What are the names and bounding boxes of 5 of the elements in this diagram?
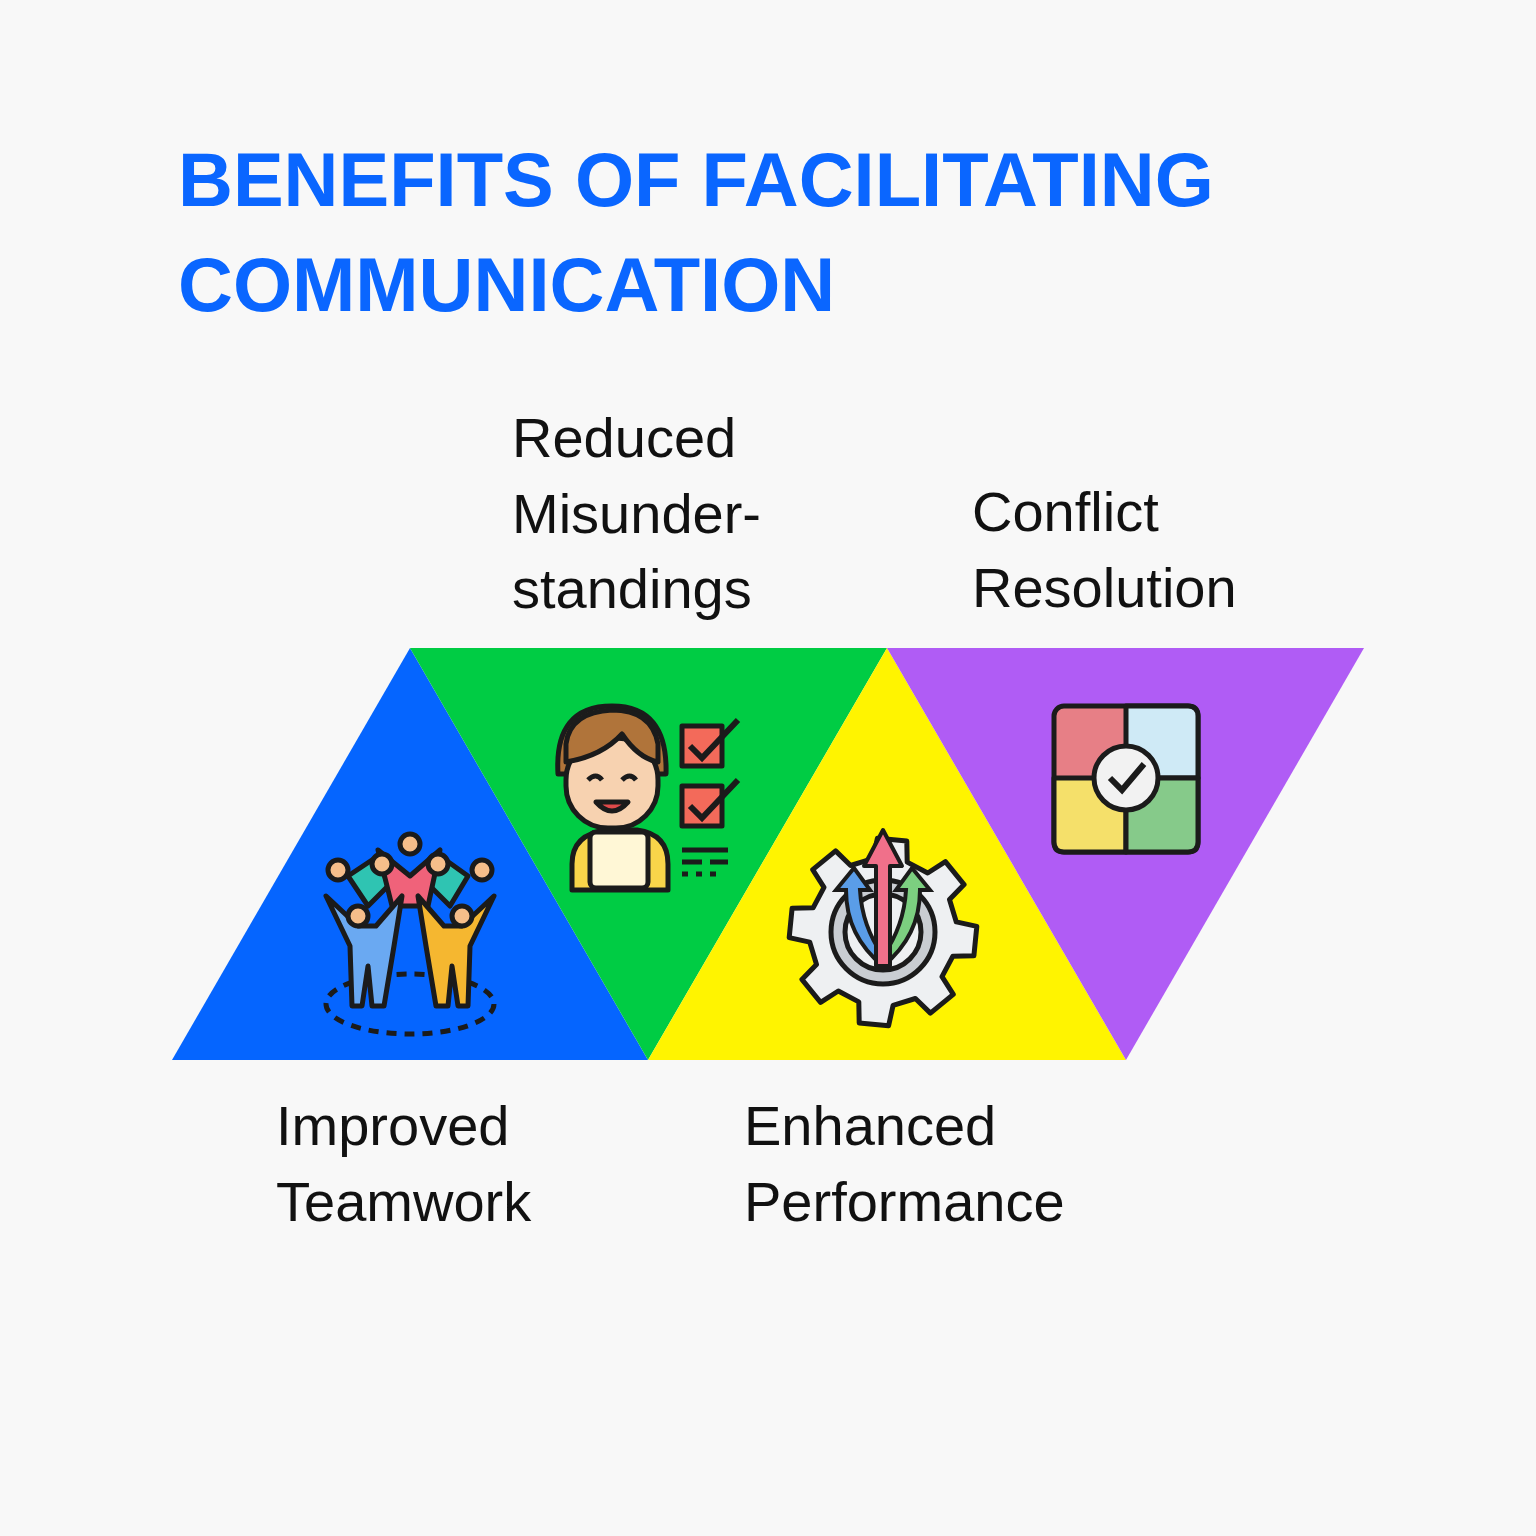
benefit-label: Enhanced Performance <box>744 1093 1066 1235</box>
benefit-label: Reduced Misunder-standings <box>512 405 762 623</box>
benefit-label: Conflict Resolution <box>972 479 1238 621</box>
benefit-label: Improved Teamwork <box>276 1093 533 1235</box>
title: BENEFITS OF FACILITATING COMMUNICATION <box>178 136 1215 329</box>
